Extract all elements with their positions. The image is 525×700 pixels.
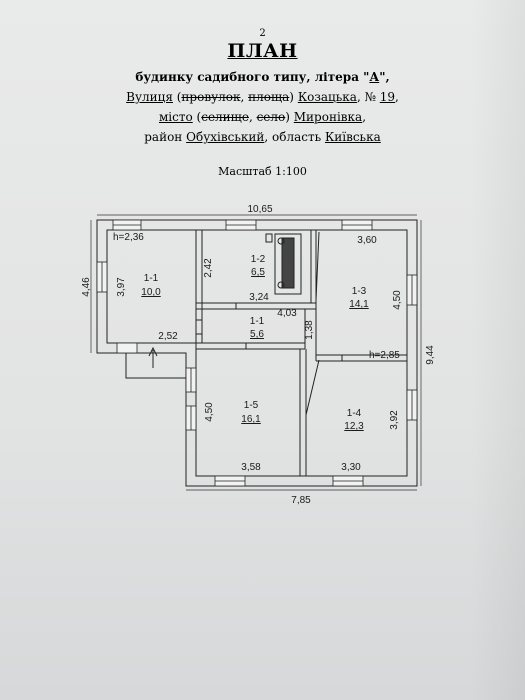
dim-room-1-3-width: 3,60 [357,235,377,246]
paper-fold-shadow [470,0,525,700]
room-1-3-area: 14,1 [349,299,369,310]
paren-open: ( [172,90,182,104]
street-line: Вулиця (провулок, площа) Козацька, № 19, [0,90,525,104]
dim-top-width: 10,65 [247,204,272,215]
subtitle-prefix: будинку садибного типу, літера " [135,70,370,84]
subtitle-suffix: ", [379,70,390,84]
city-type-struck-1: селище [201,110,249,124]
page-title: ПЛАН [227,40,298,62]
door-marks [196,303,343,361]
dim-room-1-2-height: 2,42 [203,258,214,278]
city-name: Миронівка [293,110,363,124]
dim-corridor-width: 4,03 [277,308,297,319]
room-1-4-id: 1-4 [347,408,362,419]
dim-room-1-5-width: 3,58 [241,462,261,473]
city-line: місто (селище, село) Миронівка, [0,110,525,124]
dimension-lines [90,214,422,491]
district-label: район [144,130,183,144]
dim-room-1-1-height: 3,97 [116,277,127,297]
room-1-5-area: 16,1 [241,414,261,425]
dim-room-1-4-width: 3,30 [341,462,361,473]
dim-room-1-5-height: 4,50 [204,402,215,422]
line-end: , [395,90,399,104]
paren-open: ( [192,110,202,124]
street-type: Вулиця [126,90,173,104]
street-type-struck-2: площа [248,90,290,104]
paren-close: ) [285,110,290,124]
dim-room-1-2-width: 3,24 [249,292,269,303]
entrance-arrow-icon [125,346,186,379]
subtitle-line: будинку садибного типу, літера "А", [0,70,525,84]
dim-corridor-height: 1,38 [304,320,315,340]
street-name: Козацька [297,90,357,104]
windows [96,219,418,487]
dim-room-1-1-width: 2,52 [158,331,178,342]
room-corridor-area: 5,6 [250,329,264,340]
city-type-struck-2: село [256,110,286,124]
room-1-1-id: 1-1 [144,273,159,284]
room-1-2-area: 6,5 [251,267,265,278]
ceiling-height-right: h=2,85 [369,350,400,361]
oblast-name: Київська [324,130,381,144]
paren-close: ) [289,90,294,104]
room-1-3-id: 1-3 [352,286,367,297]
house-number: 19 [379,90,396,104]
dim-right-height: 9,44 [425,345,436,365]
separator: , [240,90,249,104]
room-1-5-id: 1-5 [244,400,259,411]
region-line: район Обухівський, область Київська [0,130,525,144]
dim-room-1-3-height: 4,50 [392,290,403,310]
room-1-1-area: 10,0 [141,287,161,298]
room-corridor-id: 1-1 [250,316,265,327]
dim-left-outer-height: 4,46 [81,277,92,297]
ceiling-height-left: h=2,36 [113,232,144,243]
page-number: 2 [259,28,266,39]
outer-walls [96,219,418,487]
room-1-2-id: 1-2 [251,254,266,265]
separator: , [248,110,257,124]
dim-room-1-4-height: 3,92 [389,410,400,430]
oblast-label: , область [264,130,322,144]
line-end: , [362,110,367,124]
interior-walls [195,230,407,476]
dimension-labels: 10,65 7,85 9,44 4,46 3,97 2,52 2,42 3,24… [81,204,436,506]
street-type-struck-1: провулок [181,90,241,104]
city-type: місто [158,110,193,124]
room-labels: 1-1 10,0 1-2 6,5 1-1 5,6 1-3 14,1 1-5 16… [141,254,369,432]
stove-icon [265,233,302,295]
scale-label: Масштаб 1:100 [218,165,307,178]
district-name: Обухівський [186,130,265,144]
dim-bottom-width: 7,85 [291,495,311,506]
room-1-4-area: 12,3 [344,421,364,432]
number-label: , № [356,90,376,104]
building-letter: А [369,70,380,84]
